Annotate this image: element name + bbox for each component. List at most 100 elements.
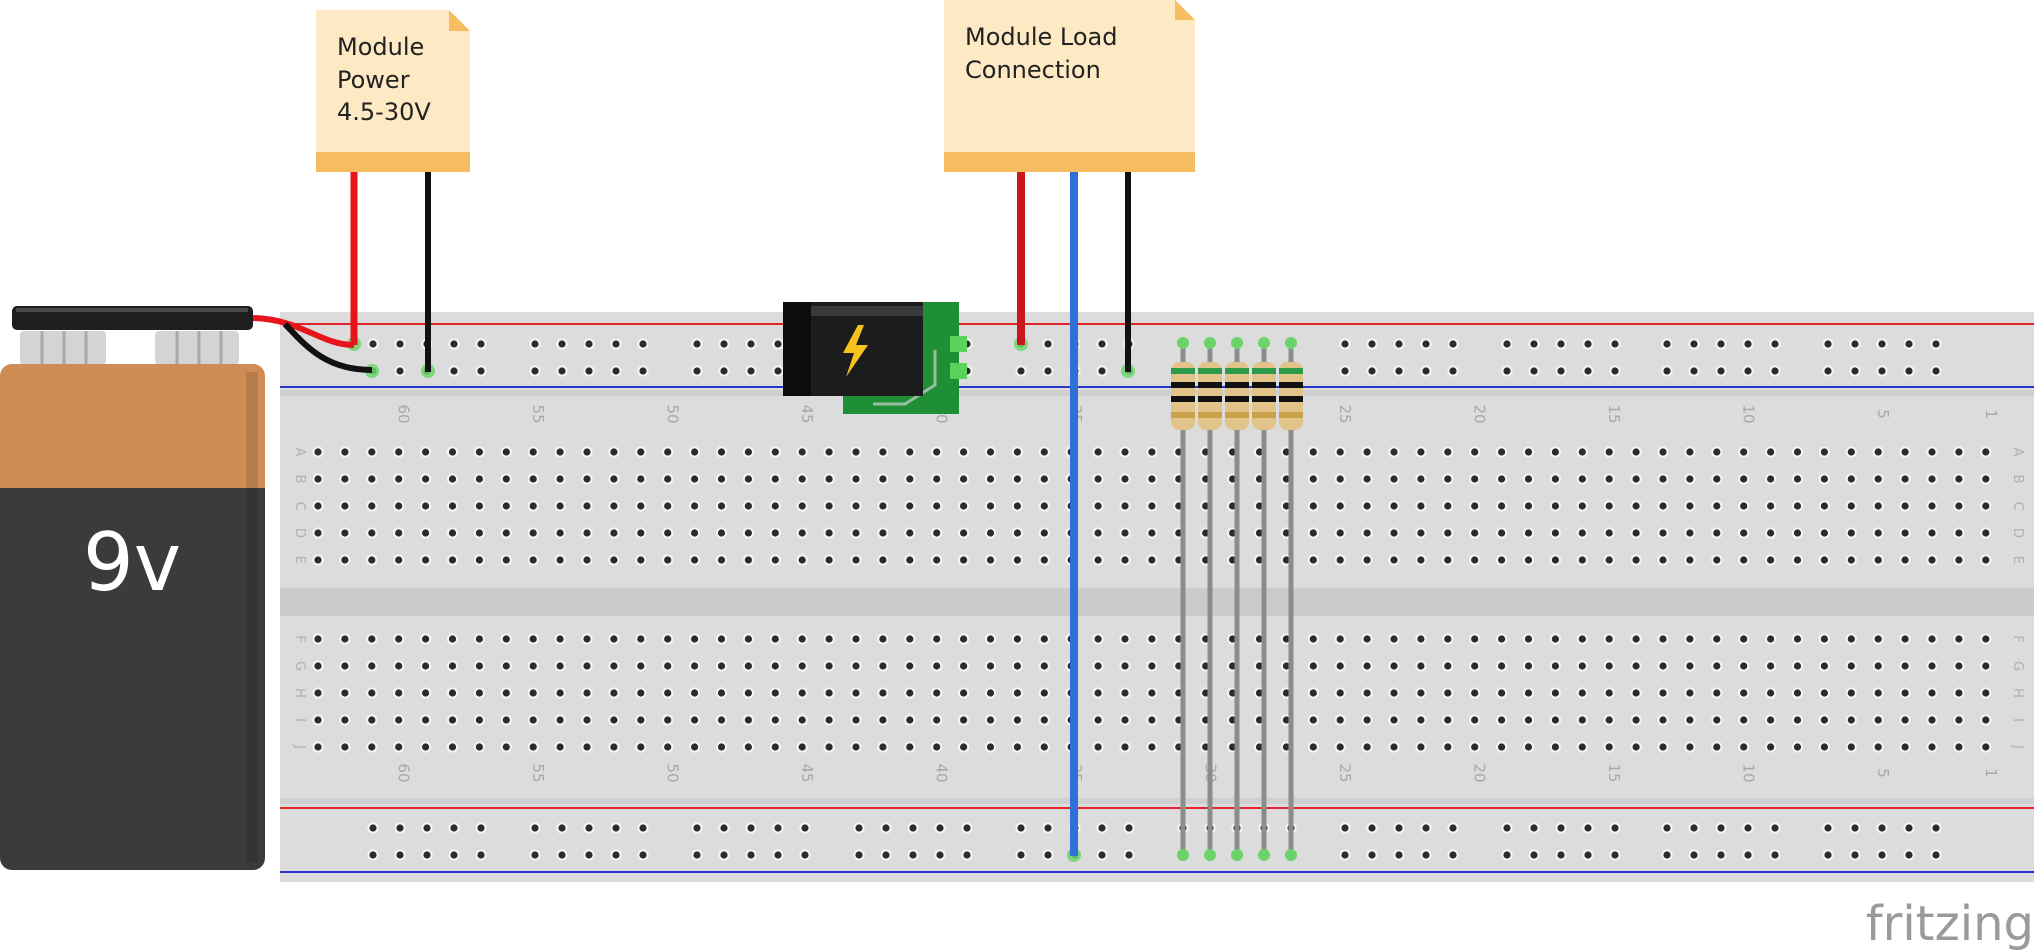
- hole-j51[interactable]: [637, 743, 645, 751]
- hole-j45[interactable]: [798, 743, 806, 751]
- hole-a34[interactable]: [1094, 448, 1102, 456]
- hole-c20[interactable]: [1471, 502, 1479, 510]
- hole-f23[interactable]: [1390, 635, 1398, 643]
- hole-c6[interactable]: [1847, 502, 1855, 510]
- hole-j39[interactable]: [960, 743, 968, 751]
- rail-hole-1-7-2[interactable]: [1557, 367, 1565, 375]
- hole-e62[interactable]: [341, 556, 349, 564]
- hole-b42[interactable]: [879, 475, 887, 483]
- hole-h48[interactable]: [717, 689, 726, 697]
- hole-d9[interactable]: [1767, 529, 1775, 537]
- hole-c25[interactable]: [1336, 502, 1344, 510]
- hole-c36[interactable]: [1040, 502, 1048, 510]
- rail-hole-1-8-4[interactable]: [1771, 367, 1779, 375]
- hole-i34[interactable]: [1094, 716, 1102, 724]
- rail-hole-1-1-1[interactable]: [558, 367, 566, 375]
- hole-j57[interactable]: [475, 743, 483, 751]
- hole-f63[interactable]: [314, 635, 322, 643]
- hole-b12[interactable]: [1686, 475, 1694, 483]
- rail-hole-3-4-0[interactable]: [1017, 851, 1025, 859]
- hole-i47[interactable]: [744, 716, 753, 724]
- hole-c8[interactable]: [1793, 502, 1802, 510]
- hole-a63[interactable]: [314, 448, 322, 456]
- hole-g40[interactable]: [933, 662, 941, 670]
- hole-d28[interactable]: [1255, 529, 1264, 537]
- hole-b4[interactable]: [1901, 475, 1909, 483]
- hole-f40[interactable]: [933, 635, 941, 643]
- hole-e29[interactable]: [1229, 556, 1237, 564]
- hole-i8[interactable]: [1793, 716, 1802, 724]
- hole-h23[interactable]: [1390, 689, 1398, 697]
- hole-b29[interactable]: [1229, 475, 1237, 483]
- hole-i48[interactable]: [717, 716, 726, 724]
- hole-d29[interactable]: [1229, 529, 1237, 537]
- rail-hole-3-2-2[interactable]: [747, 851, 755, 859]
- hole-f51[interactable]: [637, 635, 645, 643]
- hole-a21[interactable]: [1444, 448, 1452, 456]
- hole-b37[interactable]: [1013, 475, 1022, 483]
- rail-hole-2-4-1[interactable]: [1044, 824, 1052, 832]
- hole-c32[interactable]: [1148, 502, 1156, 510]
- hole-a43[interactable]: [852, 448, 860, 456]
- rail-hole-3-8-0[interactable]: [1663, 851, 1671, 859]
- hole-g22[interactable]: [1417, 662, 1425, 670]
- rail-hole-0-7-3[interactable]: [1584, 340, 1592, 348]
- rail-hole-0-8-3[interactable]: [1744, 340, 1752, 348]
- rail-hole-3-3-1[interactable]: [882, 851, 890, 859]
- hole-f43[interactable]: [852, 635, 860, 643]
- hole-b26[interactable]: [1309, 475, 1317, 483]
- hole-g57[interactable]: [475, 662, 483, 670]
- hole-a5[interactable]: [1874, 448, 1882, 456]
- hole-a32[interactable]: [1148, 448, 1156, 456]
- rail-hole-1-6-2[interactable]: [1395, 367, 1403, 375]
- rail-hole-3-8-3[interactable]: [1744, 851, 1752, 859]
- hole-e49[interactable]: [691, 556, 699, 564]
- hole-i50[interactable]: [664, 716, 672, 724]
- hole-c12[interactable]: [1686, 502, 1694, 510]
- hole-g33[interactable]: [1121, 662, 1129, 670]
- rail-hole-1-6-3[interactable]: [1422, 367, 1430, 375]
- hole-a29[interactable]: [1229, 448, 1237, 456]
- hole-j49[interactable]: [691, 743, 699, 751]
- rail-hole-1-6-0[interactable]: [1341, 367, 1349, 375]
- hole-b55[interactable]: [529, 475, 537, 483]
- hole-c39[interactable]: [960, 502, 968, 510]
- rail-hole-2-8-3[interactable]: [1744, 824, 1752, 832]
- rail-hole-2-8-2[interactable]: [1717, 824, 1725, 832]
- rail-hole-0-1-3[interactable]: [612, 340, 620, 348]
- rail-hole-2-9-0[interactable]: [1824, 824, 1832, 832]
- hole-d32[interactable]: [1148, 529, 1156, 537]
- hole-j16[interactable]: [1578, 743, 1586, 751]
- hole-h19[interactable]: [1498, 689, 1506, 697]
- hole-j12[interactable]: [1686, 743, 1694, 751]
- hole-h26[interactable]: [1309, 689, 1317, 697]
- hole-e9[interactable]: [1767, 556, 1775, 564]
- rail-hole-3-9-2[interactable]: [1878, 851, 1886, 859]
- hole-g24[interactable]: [1363, 662, 1371, 670]
- hole-f28[interactable]: [1255, 635, 1264, 643]
- hole-i55[interactable]: [529, 716, 537, 724]
- hole-f62[interactable]: [341, 635, 349, 643]
- hole-f54[interactable]: [556, 635, 564, 643]
- hole-d16[interactable]: [1578, 529, 1586, 537]
- rail-hole-3-2-3[interactable]: [774, 851, 782, 859]
- rail-hole-2-3-1[interactable]: [882, 824, 890, 832]
- hole-a37[interactable]: [1013, 448, 1022, 456]
- hole-i44[interactable]: [825, 716, 833, 724]
- hole-g55[interactable]: [529, 662, 537, 670]
- hole-d34[interactable]: [1094, 529, 1102, 537]
- rail-hole-0-8-0[interactable]: [1663, 340, 1671, 348]
- hole-i41[interactable]: [906, 716, 914, 724]
- hole-b50[interactable]: [664, 475, 672, 483]
- hole-c44[interactable]: [825, 502, 833, 510]
- hole-e17[interactable]: [1551, 556, 1559, 564]
- hole-d8[interactable]: [1793, 529, 1802, 537]
- hole-g2[interactable]: [1955, 662, 1963, 670]
- hole-g50[interactable]: [664, 662, 672, 670]
- rail-hole-2-6-1[interactable]: [1368, 824, 1376, 832]
- rail-hole-3-2-4[interactable]: [801, 851, 809, 859]
- rail-hole-2-1-1[interactable]: [558, 824, 566, 832]
- hole-b58[interactable]: [448, 475, 457, 483]
- hole-d11[interactable]: [1713, 529, 1721, 537]
- hole-f44[interactable]: [825, 635, 833, 643]
